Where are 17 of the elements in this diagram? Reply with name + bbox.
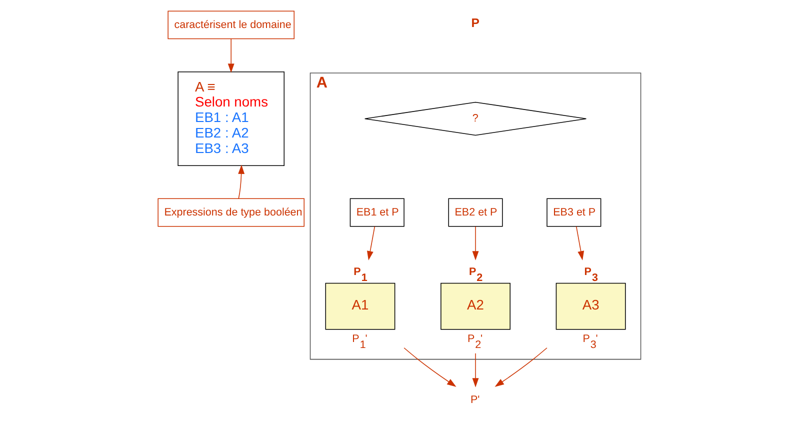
arrow: [366, 226, 375, 260]
node-diamond: ?: [364, 102, 586, 136]
node-text: P': [470, 394, 480, 406]
node-box: EB2 et P: [448, 198, 502, 227]
arrow: [227, 38, 234, 73]
node-box: A ≡ Selon noms EB1 : A1 EB2 : A2 EB3 : A3: [177, 71, 284, 166]
arrow: [575, 226, 584, 260]
node-box: EB3 et P: [546, 198, 601, 227]
arrow: [472, 353, 478, 388]
node-box: EB1 et P: [349, 198, 404, 227]
node-box: Expressions de type booléen: [157, 198, 304, 227]
arrow: [403, 348, 456, 387]
label: P: [470, 16, 479, 30]
arrow: [494, 348, 547, 387]
arrow: [472, 226, 478, 260]
arrow: [238, 164, 244, 199]
node-box: caractérisent le domaine: [167, 10, 294, 40]
